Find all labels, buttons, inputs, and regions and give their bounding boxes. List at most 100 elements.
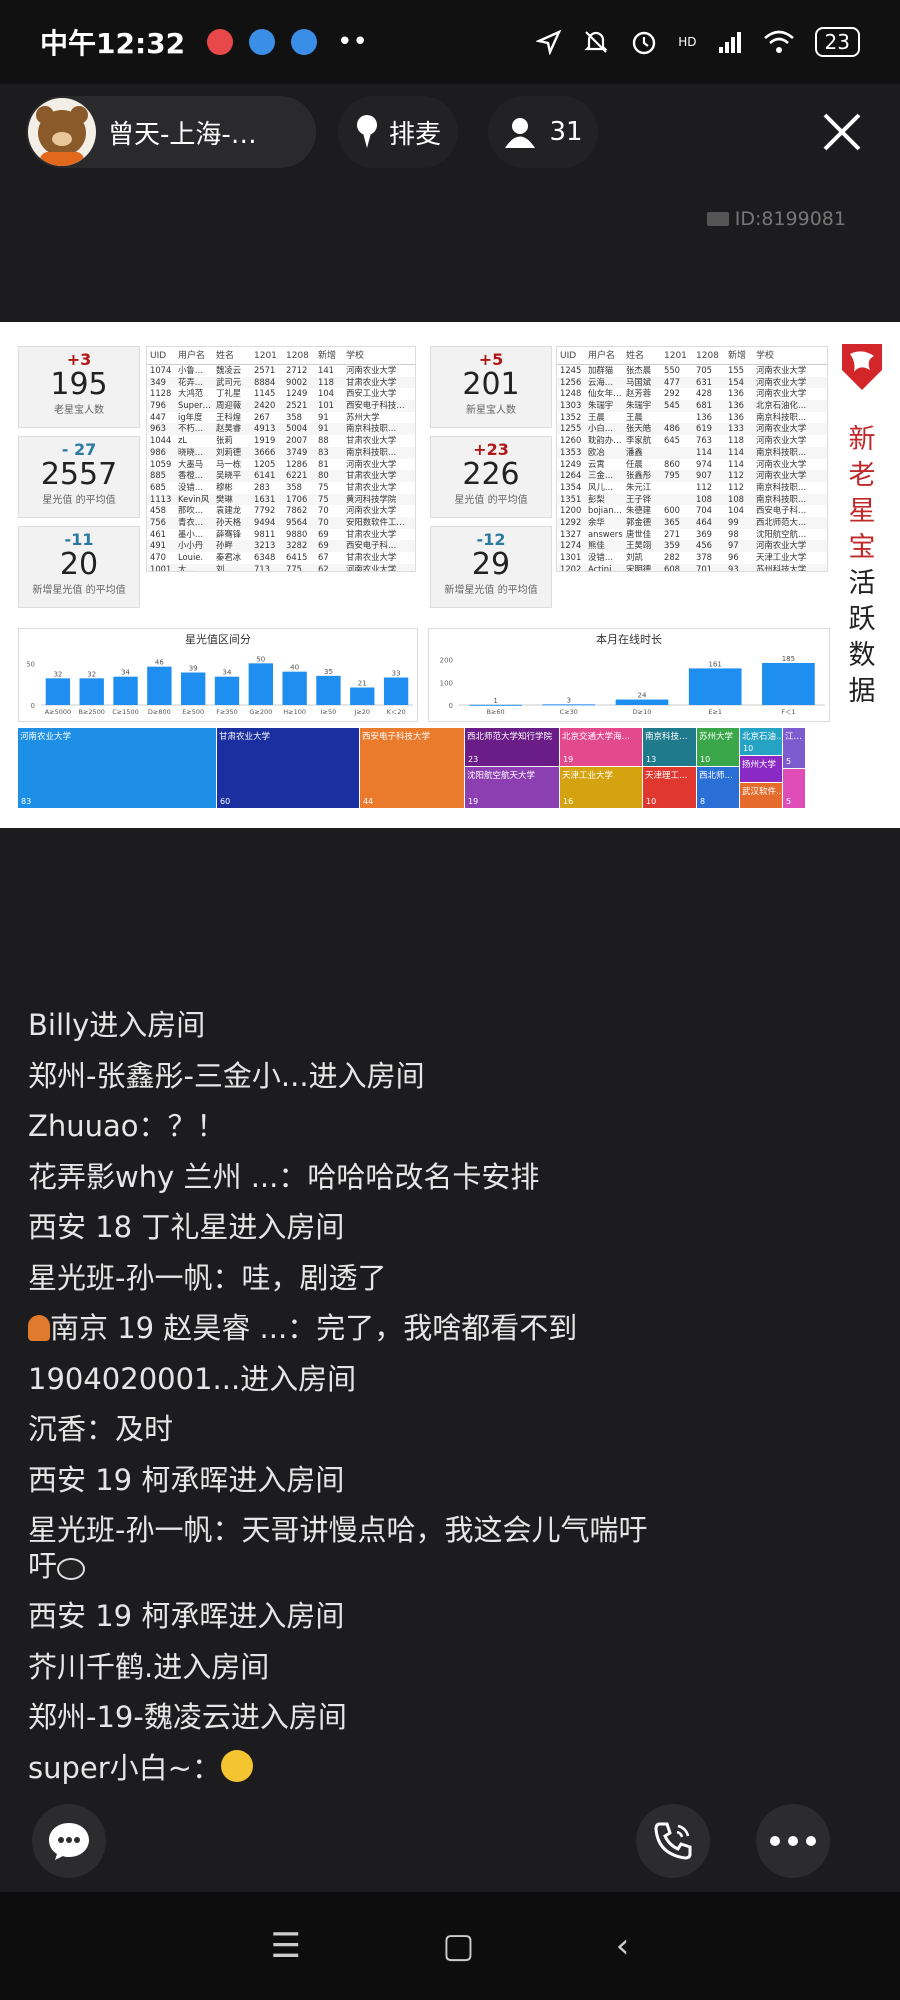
user-badge-icon — [28, 1315, 50, 1341]
table-cell: 456 — [696, 540, 712, 551]
column-header[interactable]: 用户名 — [588, 351, 616, 361]
bar — [214, 676, 240, 705]
column-header[interactable]: 学校 — [346, 351, 365, 361]
kpi-label: 新星宝人数 — [466, 405, 516, 416]
chat-message[interactable]: 郑州-19-魏凌云进入房间 — [28, 1692, 868, 1743]
table-cell: 8884 — [254, 376, 276, 387]
chat-message[interactable]: 郑州-张鑫彤-三金小...进入房间 — [28, 1051, 868, 1102]
treemap-cell[interactable]: 武汉软件… — [740, 783, 782, 808]
chat-message[interactable]: 西安 18 丁礼星进入房间 — [28, 1202, 868, 1253]
wifi-icon — [763, 30, 794, 53]
chat-message[interactable]: 西安 19 柯承晖进入房间 — [28, 1591, 868, 1642]
table-cell: 545 — [664, 400, 680, 411]
chat-message[interactable]: 芥川千鹤.进入房间 — [28, 1642, 868, 1693]
table-cell: 98 — [728, 528, 739, 539]
kpi-delta: -11 — [64, 530, 94, 549]
table-cell: 477 — [664, 376, 680, 387]
column-header[interactable]: 1201 — [664, 351, 687, 361]
table-cell: 河南农业大学 — [346, 365, 397, 375]
title-char: 活 — [848, 568, 876, 599]
treemap-cell[interactable]: 南京科技…13 — [643, 728, 696, 766]
treemap-cell[interactable]: 天津理工…10 — [643, 767, 696, 808]
table-cell: 796 — [150, 400, 166, 411]
table-cell: 1249 — [560, 458, 582, 469]
column-header[interactable]: 姓名 — [626, 351, 645, 361]
chat-message[interactable]: 沉香：及时 — [28, 1404, 868, 1455]
treemap-cell[interactable]: 北京石油…10 — [740, 728, 782, 755]
table-cell: 133 — [728, 423, 744, 434]
table-cell: 小鲁… — [178, 365, 204, 375]
column-header[interactable]: 姓名 — [216, 351, 235, 361]
close-button[interactable] — [810, 100, 874, 164]
chat-input-button[interactable] — [32, 1804, 106, 1878]
treemap-cell[interactable]: 江…5 — [783, 728, 805, 768]
table-cell: 樊琳 — [216, 493, 233, 504]
table-cell: zL — [178, 435, 188, 446]
chat-message[interactable]: 星光班-孙一帆：哇，剧透了 — [28, 1253, 868, 1304]
column-header[interactable]: UID — [150, 351, 167, 361]
chat-message[interactable]: 花弄影why 兰州 ...：哈哈哈改名卡安排 — [28, 1152, 868, 1203]
treemap-label: 江… — [785, 732, 803, 742]
viewer-count[interactable]: 31 — [488, 96, 598, 168]
chat-message[interactable]: 南京 19 赵昊睿 ...：完了，我啥都看不到 — [28, 1303, 868, 1354]
column-header[interactable]: 1208 — [286, 351, 309, 361]
column-header[interactable]: 新增 — [318, 351, 337, 361]
table-cell: 464 — [696, 516, 712, 527]
table-cell: 447 — [150, 411, 166, 422]
chat-message[interactable]: Zhuuao：？！ — [28, 1101, 868, 1152]
x-tick-label: D≥10 — [633, 708, 652, 716]
table-cell: 885 — [150, 470, 166, 481]
table-cell: 大墨马 — [178, 458, 204, 469]
voice-call-button[interactable] — [636, 1804, 710, 1878]
table-cell: 魏凌云 — [216, 365, 242, 375]
treemap-label: 扬州大学 — [742, 760, 777, 770]
chat-message[interactable]: 西安 19 柯承晖进入房间 — [28, 1455, 868, 1506]
more-notifications: •• — [337, 27, 368, 57]
call-icon — [654, 1822, 692, 1860]
table-cell: 朱瑞宇 — [588, 400, 614, 411]
table-cell: 河南农业大学 — [346, 505, 397, 516]
treemap-cell[interactable]: 西北师…8 — [697, 767, 739, 808]
bar — [147, 666, 172, 705]
chat-message[interactable]: 1904020001...进入房间 — [28, 1354, 868, 1405]
treemap-cell[interactable]: 北京交通大学海…19 — [560, 728, 642, 766]
column-header[interactable]: UID — [560, 351, 577, 361]
menu-icon[interactable]: ☰ — [270, 1926, 302, 1966]
kpi-value: 195 — [50, 367, 108, 402]
table-cell: 甘肃农业大学 — [346, 481, 397, 492]
table-cell: 刘… — [216, 563, 233, 572]
treemap-cell[interactable]: 扬州大学 — [740, 756, 782, 782]
x-tick-label: E≥500 — [182, 708, 204, 716]
host-profile[interactable]: 曾天-上海-… — [26, 96, 316, 168]
column-header[interactable]: 1208 — [696, 351, 719, 361]
chat-message[interactable]: super小白~： — [28, 1743, 868, 1794]
column-header[interactable]: 新增 — [728, 351, 747, 361]
column-header[interactable]: 学校 — [756, 351, 775, 361]
table-cell: 1249 — [286, 388, 308, 399]
host-avatar[interactable] — [28, 98, 96, 166]
mic-queue-button[interactable]: 排麦 — [338, 96, 458, 168]
home-icon[interactable]: ▢ — [442, 1926, 475, 1966]
column-header[interactable]: 1201 — [254, 351, 277, 361]
back-icon[interactable]: ‹ — [615, 1926, 630, 1966]
status-bar: 中午12:32 •• HD 23 — [0, 0, 900, 84]
chat-message[interactable]: 星光班-孙一帆：天哥讲慢点哈，我这会儿气喘吁吁 — [28, 1505, 668, 1591]
more-options-button[interactable] — [756, 1804, 830, 1878]
column-header[interactable]: 用户名 — [178, 351, 206, 361]
table-cell: 705 — [696, 365, 712, 375]
table-cell: 周迎薇 — [216, 400, 242, 411]
battery-level: 23 — [814, 27, 860, 57]
chat-message[interactable]: Billy进入房间 — [28, 1000, 868, 1051]
table-cell: 苏州科技大学 — [756, 563, 807, 572]
treemap-cell[interactable]: 5 — [783, 769, 805, 808]
